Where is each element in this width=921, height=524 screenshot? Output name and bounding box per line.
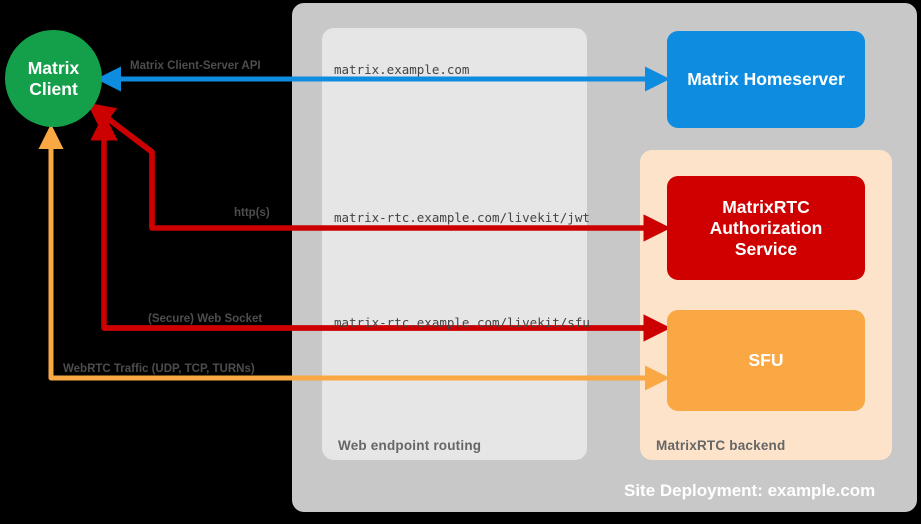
node-matrixrtc-authorization-service[interactable]: MatrixRTC Authorization Service [667,176,865,280]
matrix-client-label-line2: Client [29,78,78,99]
arrow-websocket-sfu [90,113,671,342]
endpoint-livekit-jwt: matrix-rtc.example.com/livekit/jwt [334,210,590,225]
edge-label-web-socket: (Secure) Web Socket [148,313,263,325]
web-endpoint-routing-label: Web endpoint routing [338,438,482,453]
arrow-webrtc-traffic [38,124,670,391]
edge-label-https: http(s) [234,207,270,219]
matrix-homeserver-label: Matrix Homeserver [687,69,845,89]
matrix-client-label-line1: Matrix [27,57,80,78]
auth-service-label-line2: Authorization [709,217,823,238]
endpoint-livekit-sfu: matrix-rtc.example.com/livekit/sfu [334,315,590,330]
edge-label-webrtc-traffic: WebRTC Traffic (UDP, TCP, TURNs) [63,363,255,375]
auth-service-label-line3: Service [734,238,798,259]
endpoint-matrix-example-com: matrix.example.com [334,62,470,77]
node-sfu[interactable]: SFU [667,310,865,411]
sfu-label: SFU [748,350,784,370]
node-matrix-homeserver[interactable]: Matrix Homeserver [667,31,865,128]
web-endpoint-routing-container [322,28,587,460]
edge-label-client-server-api: Matrix Client-Server API [130,60,261,72]
matrixrtc-backend-label: MatrixRTC backend [656,438,786,453]
site-deployment-label: Site Deployment: example.com [624,481,876,500]
auth-service-label-line1: MatrixRTC [722,196,810,217]
node-matrix-client[interactable]: Matrix Client [5,30,102,127]
